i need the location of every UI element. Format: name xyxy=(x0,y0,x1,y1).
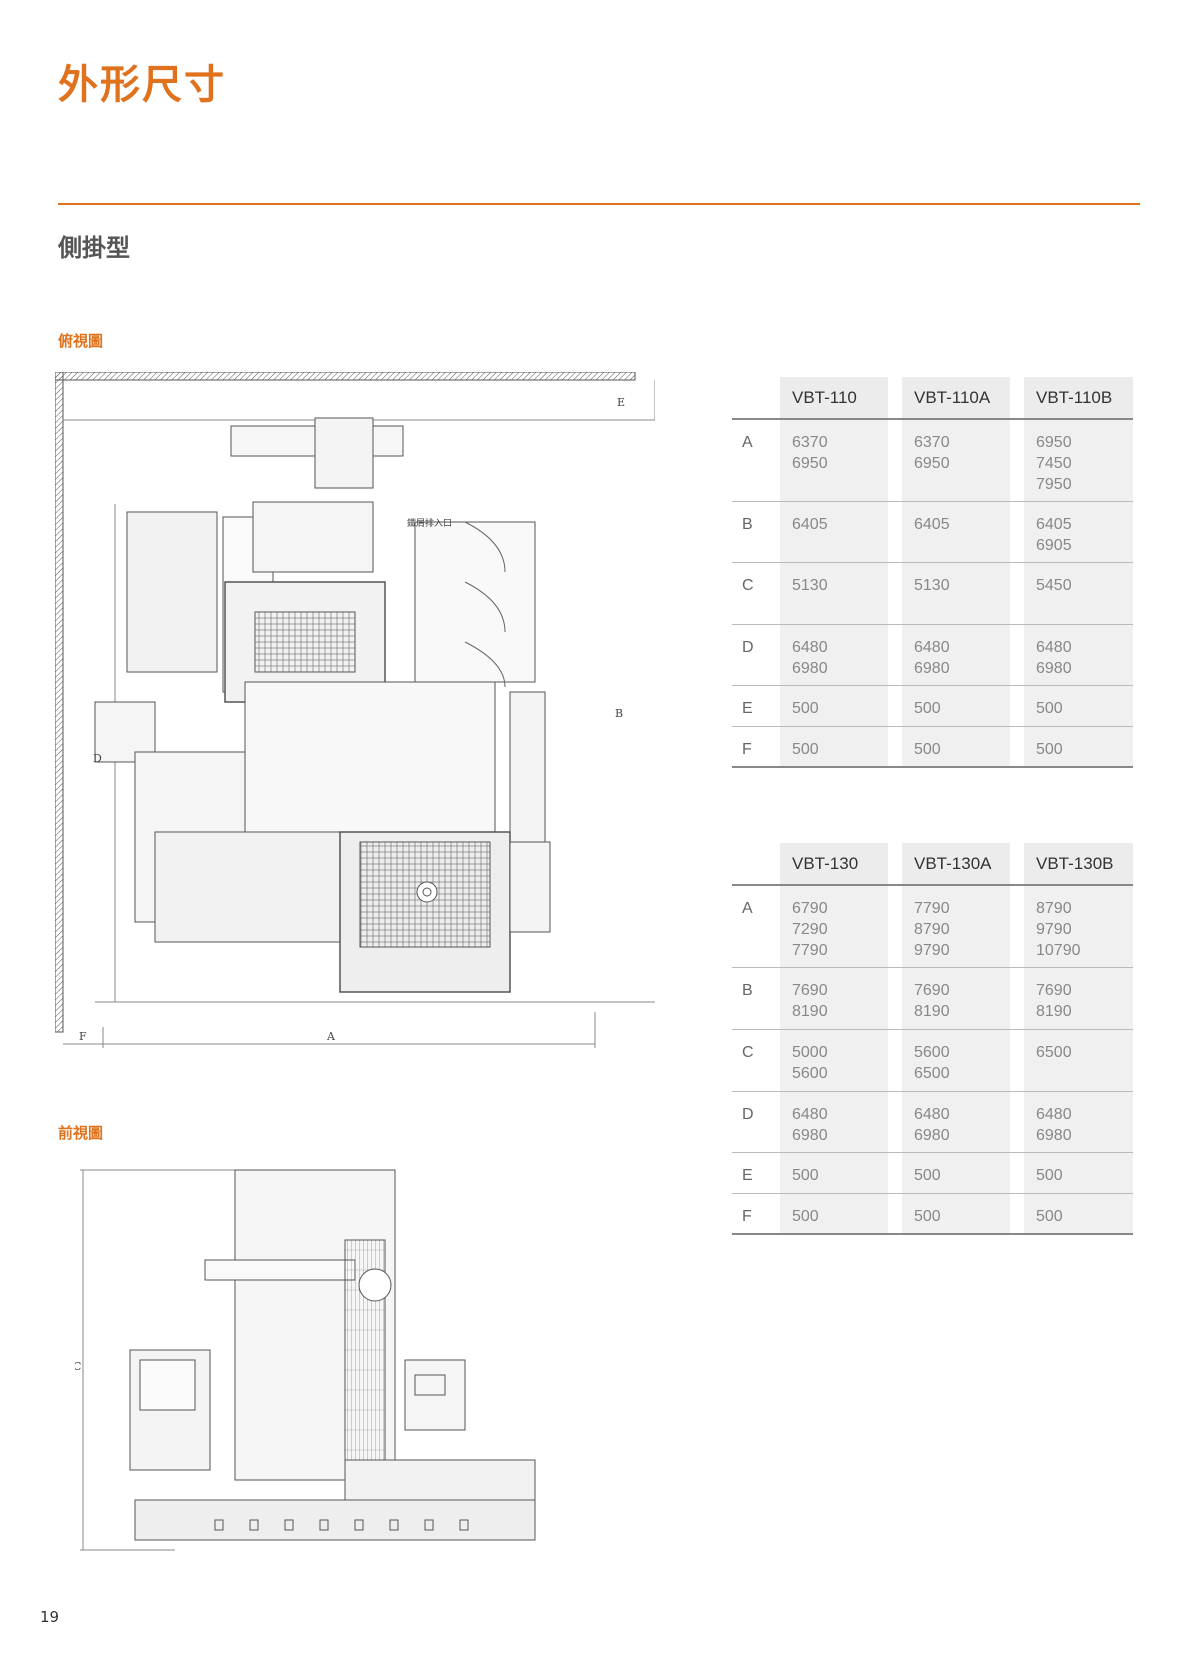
row-label: C xyxy=(732,1029,780,1091)
table-row: A 6370 6950 6370 6950 6950 7450 7950 xyxy=(732,419,1133,501)
table-cell: 500 xyxy=(1024,1193,1133,1234)
table-cell: 6950 7450 7950 xyxy=(1024,419,1133,501)
table-cell: 8790 9790 10790 xyxy=(1024,885,1133,967)
table-cell: 500 xyxy=(780,726,888,767)
table-row: F 500 500 500 xyxy=(732,1193,1133,1234)
dimension-table-vbt110: VBT-110 VBT-110A VBT-110B A 6370 6950 63… xyxy=(732,377,1133,768)
table-cell: 6370 6950 xyxy=(780,419,888,501)
table-row: E 500 500 500 xyxy=(732,1152,1133,1193)
table-row: D 6480 6980 6480 6980 6480 6980 xyxy=(732,624,1133,685)
page-number: 19 xyxy=(40,1608,60,1626)
table-cell: 6480 6980 xyxy=(1024,624,1133,685)
table-row: B 7690 8190 7690 8190 7690 8190 xyxy=(732,967,1133,1029)
dim-b-label: B xyxy=(615,707,623,720)
dim-f-label: F xyxy=(79,1030,87,1043)
dim-e-label: E xyxy=(617,396,625,409)
page-title: 外形尺寸 xyxy=(58,62,226,108)
dimension-table-vbt130: VBT-130 VBT-130A VBT-130B A 6790 7290 77… xyxy=(732,843,1133,1235)
table-header-row: VBT-130 VBT-130A VBT-130B xyxy=(732,843,1133,885)
table-cell: 6405 6905 xyxy=(1024,501,1133,562)
table-cell: 500 xyxy=(780,1152,888,1193)
table-cell: 7690 8190 xyxy=(902,967,1010,1029)
row-label: D xyxy=(732,624,780,685)
table-cell: 500 xyxy=(902,1193,1010,1234)
table-row: B 6405 6405 6405 6905 xyxy=(732,501,1133,562)
table-cell: 7690 8190 xyxy=(780,967,888,1029)
table-cell: 6370 6950 xyxy=(902,419,1010,501)
column-header: VBT-110 xyxy=(780,377,888,419)
table-cell: 500 xyxy=(1024,685,1133,726)
table-row: A 6790 7290 7790 7790 8790 9790 8790 979… xyxy=(732,885,1133,967)
top-view-label: 俯視圖 xyxy=(58,332,104,350)
table-cell: 5600 6500 xyxy=(902,1029,1010,1091)
column-header: VBT-110A xyxy=(902,377,1010,419)
row-label: A xyxy=(732,885,780,967)
table-cell: 6500 xyxy=(1024,1029,1133,1091)
table-cell: 500 xyxy=(902,1152,1010,1193)
column-header: VBT-110B xyxy=(1024,377,1133,419)
table-cell: 6480 6980 xyxy=(780,1091,888,1152)
table-cell: 500 xyxy=(902,685,1010,726)
table-cell: 500 xyxy=(1024,726,1133,767)
row-label: E xyxy=(732,1152,780,1193)
table-row: D 6480 6980 6480 6980 6480 6980 xyxy=(732,1091,1133,1152)
row-label: D xyxy=(732,1091,780,1152)
table-cell: 500 xyxy=(780,685,888,726)
row-label: F xyxy=(732,726,780,767)
front-view-drawing: C xyxy=(75,1169,536,1551)
row-label: B xyxy=(732,501,780,562)
table-cell: 6405 xyxy=(780,501,888,562)
table-cell: 6405 xyxy=(902,501,1010,562)
table-cell: 5130 xyxy=(780,562,888,624)
title-divider xyxy=(58,203,1140,205)
table-cell: 6480 6980 xyxy=(902,1091,1010,1152)
row-label: E xyxy=(732,685,780,726)
column-header: VBT-130B xyxy=(1024,843,1133,885)
row-label: B xyxy=(732,967,780,1029)
section-subtitle: 側掛型 xyxy=(58,234,130,262)
table-header-row: VBT-110 VBT-110A VBT-110B xyxy=(732,377,1133,419)
front-view-label: 前視圖 xyxy=(58,1124,104,1142)
column-header: VBT-130A xyxy=(902,843,1010,885)
table-cell: 6480 6980 xyxy=(1024,1091,1133,1152)
table-row: C 5130 5130 5450 xyxy=(732,562,1133,624)
table-cell: 7790 8790 9790 xyxy=(902,885,1010,967)
table-cell: 6480 6980 xyxy=(902,624,1010,685)
dim-a-label: A xyxy=(326,1030,336,1043)
table-cell: 500 xyxy=(780,1193,888,1234)
row-label: A xyxy=(732,419,780,501)
table-cell: 5450 xyxy=(1024,562,1133,624)
column-header: VBT-130 xyxy=(780,843,888,885)
table-cell: 7690 8190 xyxy=(1024,967,1133,1029)
chip-inlet-label: 鐵屑排入口 xyxy=(407,517,452,529)
row-label: F xyxy=(732,1193,780,1234)
table-cell: 500 xyxy=(1024,1152,1133,1193)
dim-d-label: D xyxy=(93,752,102,765)
table-row: F 500 500 500 xyxy=(732,726,1133,767)
top-view-drawing: D B E F A 鐵屑排入口 xyxy=(55,372,655,1048)
dim-c-label: C xyxy=(75,1360,81,1373)
table-row: C 5000 5600 5600 6500 6500 xyxy=(732,1029,1133,1091)
table-cell: 6790 7290 7790 xyxy=(780,885,888,967)
table-row: E 500 500 500 xyxy=(732,685,1133,726)
row-label: C xyxy=(732,562,780,624)
table-cell: 500 xyxy=(902,726,1010,767)
table-cell: 6480 6980 xyxy=(780,624,888,685)
table-cell: 5000 5600 xyxy=(780,1029,888,1091)
table-cell: 5130 xyxy=(902,562,1010,624)
